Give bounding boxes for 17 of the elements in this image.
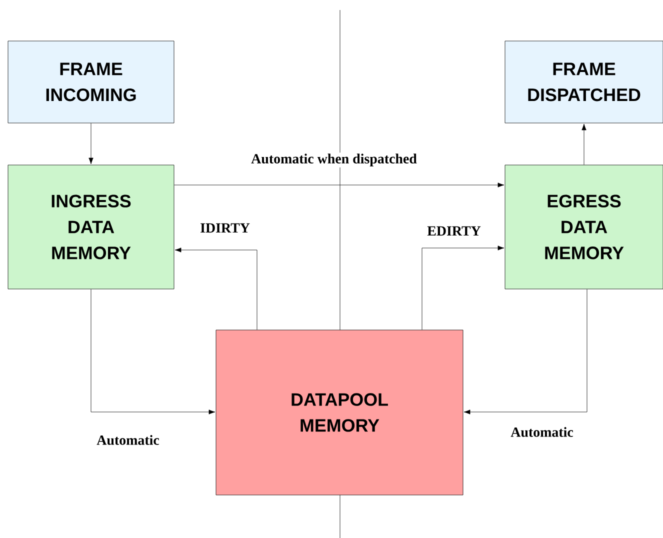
- arrow: [464, 289, 588, 414]
- arrow: [174, 248, 258, 330]
- edge-label: Automatic: [510, 426, 574, 438]
- memory-box: FRAME INCOMING: [8, 40, 174, 124]
- memory-box: EGRESS DATA MEMORY: [504, 164, 663, 290]
- memory-box: DATAPOOL MEMORY: [216, 330, 464, 496]
- arrow: [582, 124, 586, 165]
- arrow: [174, 182, 504, 188]
- memory-box: INGRESS DATA MEMORY: [8, 164, 174, 290]
- edge-label: IDIRTY: [199, 222, 251, 234]
- edge-label: EDIRTY: [426, 225, 482, 237]
- arrow: [422, 246, 504, 330]
- edge-label: Automatic when dispatched: [250, 152, 418, 168]
- edge-label: Automatic: [96, 434, 160, 446]
- memory-box: FRAME DISPATCHED: [504, 40, 663, 124]
- arrow: [88, 123, 94, 164]
- arrow: [90, 289, 216, 414]
